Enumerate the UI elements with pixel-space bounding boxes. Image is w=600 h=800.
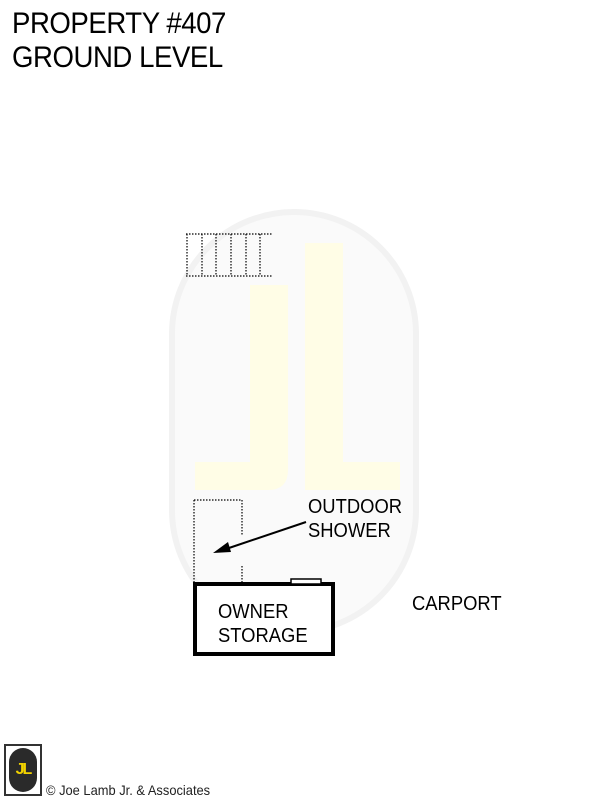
- logo-badge: JL: [9, 748, 37, 792]
- outdoor-shower-label-line1: OUTDOOR: [308, 496, 403, 518]
- copyright-text: © Joe Lamb Jr. & Associates: [46, 782, 211, 798]
- owner-storage-label-line1: OWNER: [218, 601, 289, 623]
- outdoor-shower-label-line2: SHOWER: [308, 520, 391, 542]
- company-logo: JL: [4, 744, 42, 796]
- logo-text: JL: [15, 761, 33, 778]
- stairs: [186, 233, 273, 277]
- carport-label: CARPORT: [412, 593, 502, 615]
- storage-door: [290, 578, 322, 585]
- property-title: PROPERTY #407: [12, 7, 226, 40]
- outdoor-shower-enclosure: [193, 499, 243, 584]
- shower-arrow: [213, 521, 307, 553]
- owner-storage-room: [193, 582, 335, 656]
- owner-storage-label-line2: STORAGE: [218, 625, 308, 647]
- level-title: GROUND LEVEL: [12, 41, 223, 74]
- watermark-logo: [169, 209, 419, 635]
